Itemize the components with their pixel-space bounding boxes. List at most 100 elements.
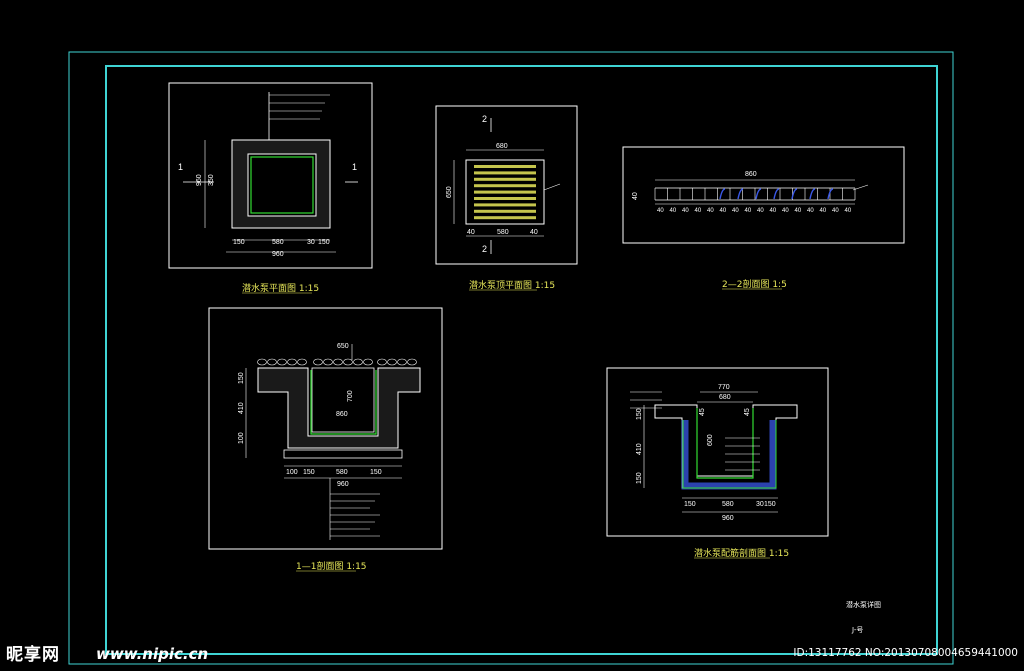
dim-860: 860 bbox=[745, 171, 757, 178]
dim-40: 40 bbox=[745, 208, 752, 214]
dim-960: 960 bbox=[337, 481, 349, 488]
bar-profile bbox=[719, 188, 726, 200]
dim-40: 40 bbox=[807, 208, 814, 214]
dim-40: 40 bbox=[682, 208, 689, 214]
watermark-logo: 昵享网 bbox=[6, 645, 60, 665]
dim-650: 650 bbox=[446, 186, 453, 198]
view-frame bbox=[435, 105, 578, 265]
caption-plan-section: 潜水泵平面图 1:15 bbox=[242, 282, 319, 294]
section-mark-1: 1 bbox=[178, 162, 183, 172]
gravel-stone bbox=[257, 358, 267, 366]
pit-chamber bbox=[311, 367, 375, 433]
rebar-notes bbox=[630, 391, 760, 471]
view-frame bbox=[606, 367, 829, 537]
dim-580: 580 bbox=[336, 469, 348, 476]
dim-650: 650 bbox=[337, 343, 349, 350]
caption-section-1-1: 1—1剖面图 1:15 bbox=[296, 560, 367, 572]
gravel-stone bbox=[363, 358, 373, 366]
dim-410: 410 bbox=[636, 443, 643, 455]
dim-150: 150 bbox=[238, 372, 245, 384]
section-mark-2: 2 bbox=[482, 114, 487, 124]
gravel-stone bbox=[397, 358, 407, 366]
dim-30: 30 bbox=[307, 239, 315, 246]
view-reinforcement-section: 770 680 45 45 600 150 580 30 150 960 150… bbox=[606, 367, 829, 537]
leader-line bbox=[852, 184, 869, 191]
caption-reinforcement: 潜水泵配筋剖面图 1:15 bbox=[694, 547, 789, 559]
base-slab bbox=[283, 449, 403, 459]
dim-40: 40 bbox=[707, 208, 714, 214]
pit-chamber bbox=[247, 153, 317, 217]
sheet-number: J-号 bbox=[851, 626, 863, 634]
gravel-layer bbox=[257, 358, 417, 366]
view-frame bbox=[168, 82, 373, 269]
grate-bar bbox=[474, 197, 536, 200]
gravel-stone bbox=[387, 358, 397, 366]
dim-40: 40 bbox=[845, 208, 852, 214]
dim-350: 350 bbox=[208, 174, 215, 186]
dim-700: 700 bbox=[347, 390, 354, 402]
dim-680: 680 bbox=[496, 143, 508, 150]
gravel-stone bbox=[343, 358, 353, 366]
dim-100: 100 bbox=[238, 432, 245, 444]
grate-bar bbox=[474, 165, 536, 168]
dim-580: 580 bbox=[497, 229, 509, 236]
view-frame bbox=[622, 146, 905, 244]
concrete-fill bbox=[681, 420, 777, 490]
dim-150: 150 bbox=[318, 239, 330, 246]
pit-rebar bbox=[310, 370, 377, 435]
dim-30: 30 bbox=[756, 501, 764, 508]
gravel-stone bbox=[407, 358, 417, 366]
view-section-1-1: 100 150 580 150 960 860 650 700 150 410 … bbox=[208, 307, 443, 550]
gravel-stone bbox=[333, 358, 343, 366]
grate-bar bbox=[474, 190, 536, 194]
grate-bar bbox=[474, 209, 536, 213]
dim-45: 45 bbox=[744, 408, 751, 416]
grate-bar bbox=[474, 216, 536, 220]
watermark-id: ID:13117762 NO:20130708004659441000 bbox=[793, 647, 1018, 659]
pit-rebar bbox=[250, 156, 314, 214]
grate-bars bbox=[474, 165, 536, 220]
dim-150: 150 bbox=[370, 469, 382, 476]
leader-line bbox=[543, 183, 561, 191]
dim-40: 40 bbox=[530, 229, 538, 236]
dim-40: 40 bbox=[782, 208, 789, 214]
grate-bar bbox=[474, 184, 536, 188]
gravel-stone bbox=[313, 358, 323, 366]
dim-150: 150 bbox=[303, 469, 315, 476]
dim-40: 40 bbox=[670, 208, 677, 214]
dim-150: 150 bbox=[636, 472, 643, 484]
dim-860: 860 bbox=[336, 411, 348, 418]
dim-770: 770 bbox=[718, 384, 730, 391]
dim-40: 40 bbox=[732, 208, 739, 214]
dim-40: 40 bbox=[820, 208, 827, 214]
dim-40: 40 bbox=[632, 192, 639, 200]
gravel-stone bbox=[277, 358, 287, 366]
dim-680: 680 bbox=[719, 394, 731, 401]
caption-section-2-2: 2—2剖面图 1:5 bbox=[722, 278, 787, 290]
gravel-stone bbox=[297, 358, 307, 366]
dim-410: 410 bbox=[238, 402, 245, 414]
dim-150: 150 bbox=[233, 239, 245, 246]
dim-100: 100 bbox=[286, 469, 298, 476]
dim-150: 150 bbox=[684, 501, 696, 508]
dim-150: 150 bbox=[636, 408, 643, 420]
pit-section-body bbox=[257, 367, 421, 449]
dim-45: 45 bbox=[699, 408, 706, 416]
bar-profile bbox=[737, 188, 744, 200]
grate-bar bbox=[474, 203, 536, 207]
dim-600: 600 bbox=[707, 434, 714, 446]
bar-profile bbox=[827, 188, 834, 200]
bar-profile bbox=[773, 188, 780, 200]
dim-960: 960 bbox=[272, 251, 284, 258]
dim-40: 40 bbox=[795, 208, 802, 214]
gravel-stone bbox=[323, 358, 333, 366]
section-mark-1: 1 bbox=[352, 162, 357, 172]
dim-40: 40 bbox=[720, 208, 727, 214]
view-top-plan: 680 580 40 40 650 2 2 bbox=[435, 105, 578, 265]
outer-sheet-border bbox=[68, 51, 954, 665]
gravel-stone bbox=[267, 358, 277, 366]
dim-150: 150 bbox=[764, 501, 776, 508]
